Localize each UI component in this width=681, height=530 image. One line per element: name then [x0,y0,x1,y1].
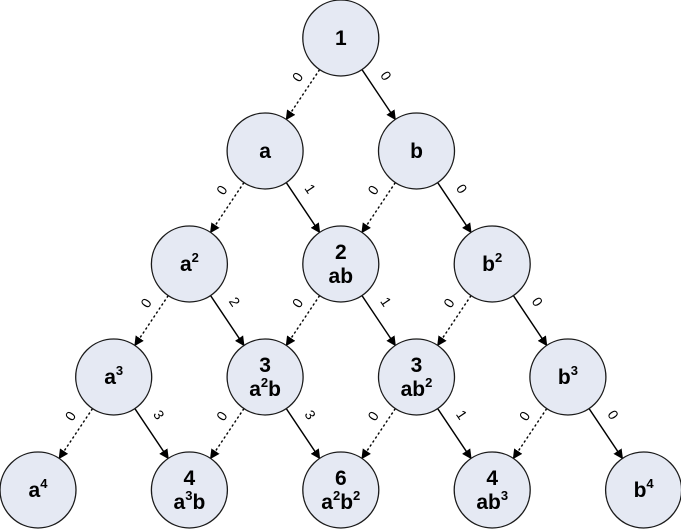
edge-r3-0-to-r4-0 [58,408,94,460]
edge-label: 0 [289,295,307,311]
edge-label: 0 [213,182,231,198]
node-r1-1: b [377,112,456,190]
node-circle [302,0,380,77]
edge-r0-0-to-r1-0 [285,69,321,121]
node-r2-1: 2ab [302,225,380,303]
node-circle [302,451,380,529]
edge-label: 0 [364,408,382,424]
node-circle [377,338,456,416]
edge-r3-3-to-r4-4 [588,408,624,460]
edge-r1-0-to-r2-1 [285,182,321,234]
edge-r0-0-to-r1-1 [361,69,396,121]
node-circle [529,338,607,416]
node-term: ab2 [401,375,433,401]
edge-r3-2-to-r4-2 [361,408,396,460]
node-circle [604,451,681,529]
node-coefficient: 3 [411,354,423,377]
node-term: a3b [174,488,206,514]
edge-label: 0 [213,408,231,424]
node-r2-0: a2 [150,225,229,303]
node-circle [302,225,380,303]
edge-label: 2 [226,294,244,310]
node-r4-0: a4 [0,451,77,529]
edge-r2-0-to-r3-0 [134,295,169,347]
edge-r1-1-to-r2-1 [361,182,396,234]
node-term: ab [329,265,354,288]
edge-r3-2-to-r4-3 [437,408,472,460]
node-r1-0: a [226,112,304,190]
edge-r3-3-to-r4-3 [512,408,548,460]
node-term: b2 [482,250,502,276]
node-circle [453,225,531,303]
edge-r3-1-to-r4-2 [285,408,321,460]
edge-label: 0 [440,295,458,311]
edge-label: 0 [516,408,534,424]
node-circle [226,112,304,190]
edge-label: 1 [302,181,320,197]
edge-r1-0-to-r2-0 [209,182,245,234]
node-circle [453,451,531,529]
node-term: a4 [29,476,49,502]
edge-r3-0-to-r4-1 [134,408,169,460]
node-term: b4 [634,476,655,502]
node-circle [150,451,229,529]
edge-r2-0-to-r3-1 [209,295,245,347]
edge-label: 0 [529,294,547,310]
node-term: b [410,140,423,163]
node-r2-2: b2 [453,225,531,303]
edge-label: 1 [453,407,471,423]
edge-label: 0 [62,408,80,424]
edge-label: 1 [377,294,395,310]
edge-label: 0 [289,69,307,85]
edge-label: 0 [364,182,382,198]
node-coefficient: 4 [184,467,196,490]
node-term: a [259,140,271,163]
edge-label: 0 [453,181,471,197]
node-term: b3 [558,363,578,389]
node-coefficient: 6 [335,467,347,490]
edge-r3-1-to-r4-1 [209,408,245,460]
node-r3-0: a3 [75,338,153,416]
edge-r2-1-to-r3-2 [361,295,396,347]
node-term: a2 [180,250,199,276]
edge-label: 0 [137,295,155,311]
edge-r2-2-to-r3-2 [437,295,472,347]
node-term: a2b [249,375,281,401]
node-circle [377,112,456,190]
edge-label: 3 [150,407,168,423]
node-r4-4: b4 [604,451,681,529]
edge-r1-1-to-r2-2 [437,182,472,234]
node-coefficient: 1 [335,27,347,50]
edge-r2-2-to-r3-3 [512,295,548,347]
edge-label: 0 [377,68,395,84]
node-coefficient: 2 [335,241,347,264]
node-coefficient: 3 [259,354,271,377]
node-term: a3 [104,363,123,389]
node-term: a2b2 [321,488,360,514]
node-term: ab3 [476,488,508,514]
edge-label: 0 [604,407,622,423]
node-circle [0,451,77,529]
edge-r2-1-to-r3-1 [285,295,321,347]
node-circle [150,225,229,303]
node-circle [75,338,153,416]
edge-label: 3 [302,407,320,423]
node-circle [226,338,304,416]
node-coefficient: 4 [486,467,498,490]
node-r3-3: b3 [529,338,607,416]
node-r0-0: 1 [302,0,380,77]
